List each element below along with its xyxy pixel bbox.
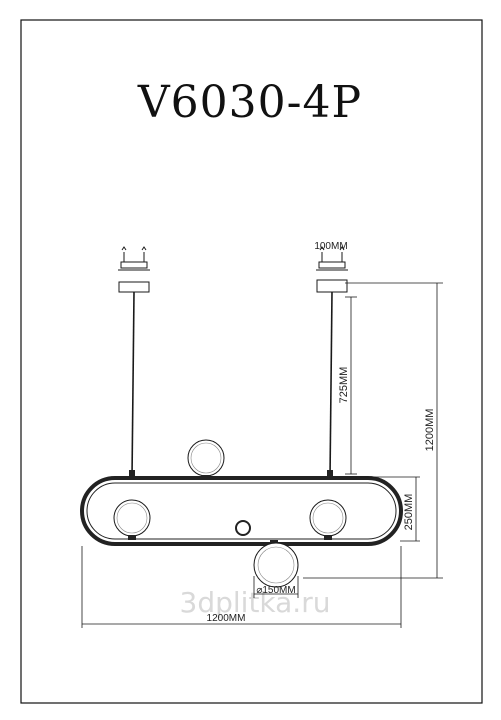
frame-height-dimension [360, 476, 420, 542]
diameter-label: ⌀150MM [256, 585, 295, 596]
page-border [20, 19, 483, 704]
oval-frame [80, 476, 403, 546]
suspension-cables [131, 291, 333, 479]
top-globe [187, 439, 225, 480]
center-ring [235, 520, 251, 536]
diameter-dimension [253, 576, 299, 598]
total-height-label: 1200MM [424, 409, 436, 452]
left-cable-clamp [129, 470, 135, 478]
canopy-width-label: 100MM [314, 241, 347, 252]
bottom-globe [253, 540, 299, 588]
total-height-dimension [303, 282, 443, 579]
left-globe [113, 499, 151, 540]
frame-height-label: 250MM [403, 494, 415, 531]
right-globe [309, 499, 347, 540]
drop-label: 725MM [338, 367, 350, 404]
left-canopy [118, 246, 150, 293]
watermark: 3dplitka.ru [180, 586, 331, 619]
model-title: V6030-4P [137, 77, 362, 128]
right-canopy [316, 246, 348, 293]
right-cable-clamp [327, 470, 333, 478]
drop-dimension [345, 296, 357, 475]
total-length-label: 1200MM [207, 613, 246, 624]
total-length-dimension [81, 546, 402, 628]
